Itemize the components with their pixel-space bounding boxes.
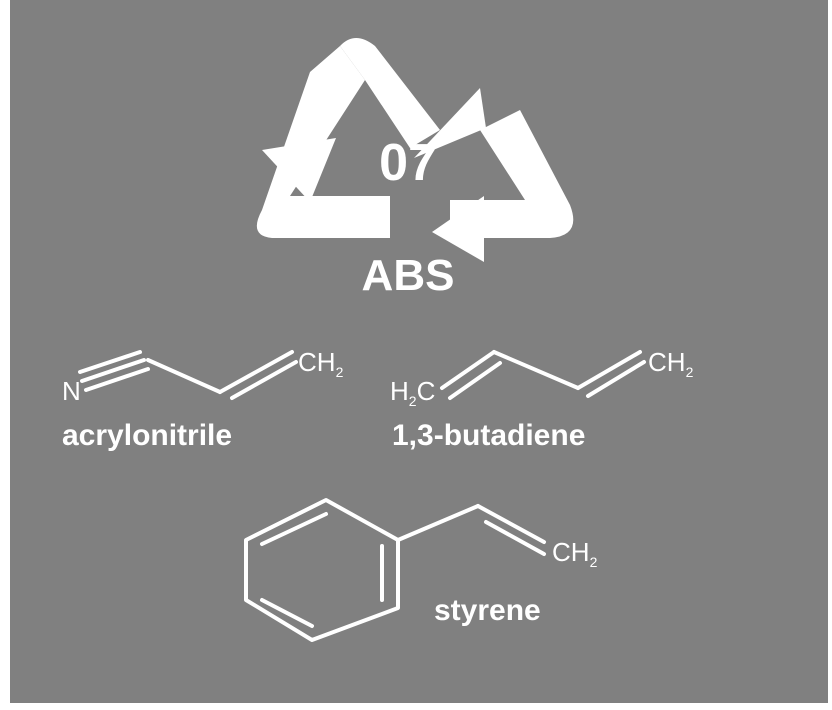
styrene-ch2-label: CH2 [552,537,598,570]
diagram-panel: 07 ABS N CH2 acrylonitrile H2C CH2 1,3-b… [10,0,828,703]
butadiene-single-bond [492,350,580,390]
nitrile-triple-bond-b [80,358,146,383]
styrene-vinyl-single-bond [396,504,480,542]
styrene-benzene-ring [244,498,400,642]
acrylonitrile-structure [78,350,298,400]
butadiene-ch2-label: CH2 [648,347,694,380]
butadiene-h2c-label: H2C [390,376,435,409]
acrylonitrile-ch2-label: CH2 [298,347,344,380]
butadiene-double-bond-2b [586,360,646,398]
styrene-name: styrene [434,594,541,627]
recycle-arrowhead-bottom [432,196,484,262]
acrylonitrile-double-bond-b [230,360,298,400]
resin-code-number: 07 [379,134,437,192]
recycle-arrowhead-top [414,88,486,158]
nitrile-triple-bond-a [78,350,142,374]
recycling-symbol-icon [256,38,574,262]
acrylonitrile-name: acrylonitrile [62,419,232,452]
styrene-vinyl-double-bond-b [484,520,546,556]
butadiene-double-bond-1b [448,361,502,400]
acrylonitrile-double-bond-a [218,350,294,394]
butadiene-double-bond-1a [440,350,496,390]
acrylonitrile-single-bond [146,358,222,394]
styrene-vinyl-double-bond-a [476,504,546,544]
butadiene-name: 1,3-butadiene [392,419,585,452]
butadiene-structure [440,350,646,400]
recycle-arrowhead-left [262,138,336,202]
acrylonitrile-n-atom: N [62,376,81,406]
styrene-structure [244,498,546,642]
styrene-ring-double-bond-3 [260,598,314,628]
recycle-arrow-top [340,38,440,148]
styrene-ring-double-bond-1 [260,512,328,546]
butadiene-double-bond-2a [576,350,642,390]
resin-code-abbreviation: ABS [362,251,455,300]
nitrile-triple-bond-c [84,367,150,392]
diagram-canvas: 07 ABS N CH2 acrylonitrile H2C CH2 1,3-b… [62,38,694,642]
